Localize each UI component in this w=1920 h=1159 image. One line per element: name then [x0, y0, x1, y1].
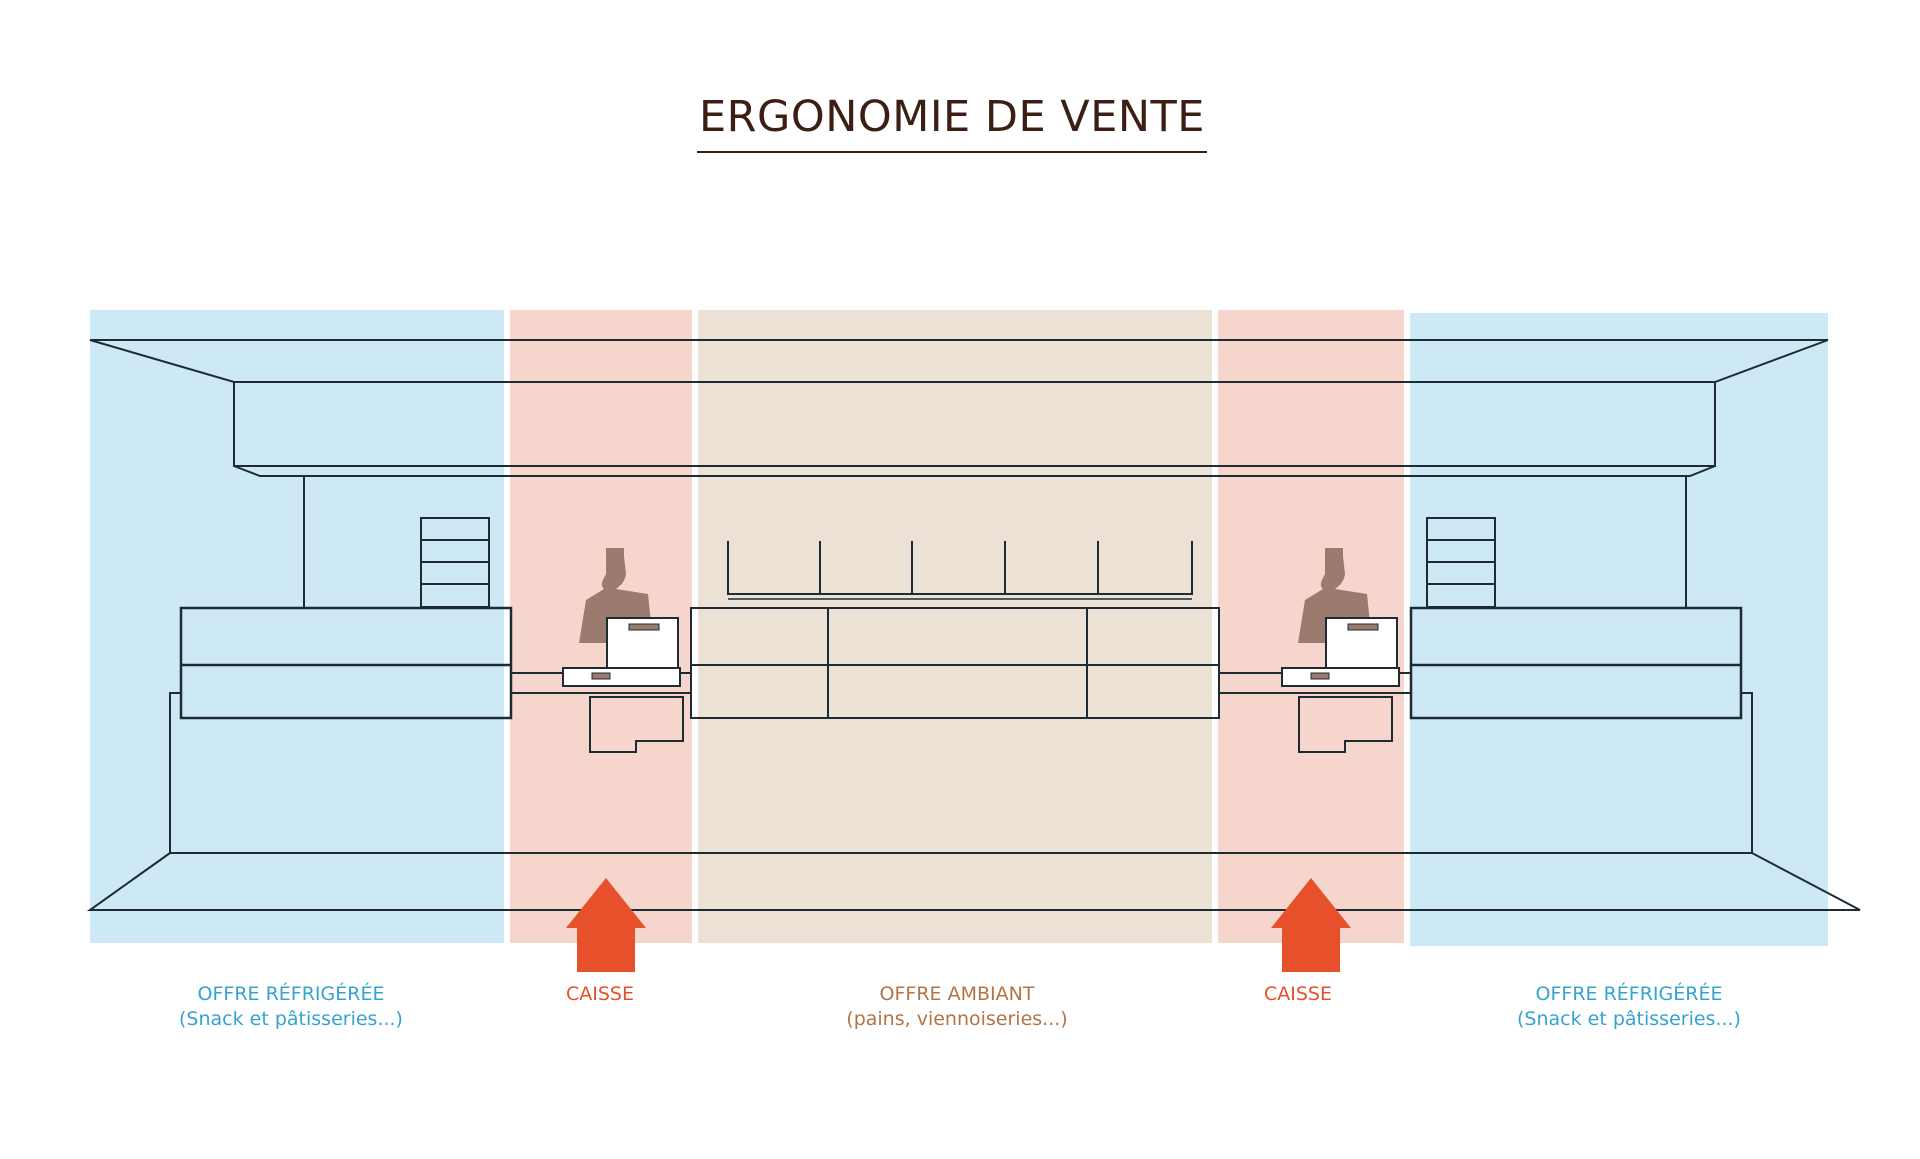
arrow-caisse-left — [566, 878, 646, 972]
label-left-till: CAISSE — [450, 982, 750, 1007]
label-ambient-sub: (pains, viennoiseries...) — [846, 1008, 1068, 1030]
label-left-cold-sub: (Snack et pâtisseries...) — [179, 1008, 403, 1030]
canopy-bottom — [233, 465, 1716, 477]
page-title: ERGONOMIE DE VENTE — [697, 96, 1207, 153]
till-drawer-left — [589, 696, 684, 753]
counter-body — [169, 692, 1753, 854]
zone-right-cold-band — [1410, 313, 1828, 946]
bread-rack — [727, 541, 1193, 595]
floor — [86, 852, 1861, 911]
label-right-cold: OFFRE RÉFRIGÉRÉE (Snack et pâtisseries..… — [1479, 982, 1779, 1032]
arrow-caisse-right — [1271, 878, 1351, 972]
label-left-till-title: CAISSE — [566, 983, 634, 1005]
counter-linework — [86, 339, 1861, 911]
zone-left-cold-band — [90, 310, 504, 943]
till-left — [562, 667, 681, 687]
title-wrap: ERGONOMIE DE VENTE — [0, 96, 1904, 153]
label-left-cold-title: OFFRE RÉFRIGÉRÉE — [197, 983, 385, 1005]
cold-counter-right — [1409, 606, 1743, 720]
cashier-left — [562, 548, 681, 687]
ambient-counter — [690, 607, 1220, 719]
cashier-right — [1281, 548, 1400, 687]
cold-counter-left — [179, 606, 513, 720]
label-right-till-title: CAISSE — [1264, 983, 1332, 1005]
till-right — [1281, 667, 1400, 687]
canopy-box — [233, 381, 1716, 467]
label-ambient-title: OFFRE AMBIANT — [879, 983, 1035, 1005]
label-right-till: CAISSE — [1148, 982, 1448, 1007]
label-right-cold-title: OFFRE RÉFRIGÉRÉE — [1535, 983, 1723, 1005]
label-left-cold: OFFRE RÉFRIGÉRÉE (Snack et pâtisseries..… — [141, 982, 441, 1032]
zone-ambient-band — [698, 310, 1212, 943]
label-ambient: OFFRE AMBIANT (pains, viennoiseries...) — [807, 982, 1107, 1032]
label-right-cold-sub: (Snack et pâtisseries...) — [1517, 1008, 1741, 1030]
till-drawer-right — [1298, 696, 1393, 753]
